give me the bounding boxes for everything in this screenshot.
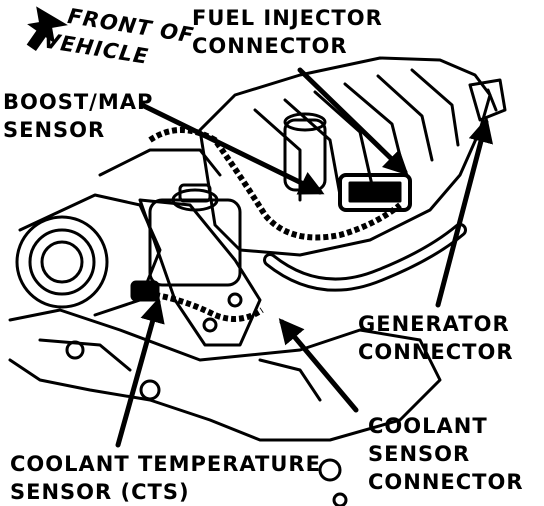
fuel-injector-connector-label: FUEL INJECTOR CONNECTOR bbox=[192, 4, 383, 60]
fuel-injector-connector-line2: CONNECTOR bbox=[192, 34, 348, 58]
wiring-harness bbox=[148, 127, 402, 322]
fuel-injector-connector-line1: FUEL INJECTOR bbox=[192, 6, 383, 30]
coolant-sensor-connector-label: COOLANT SENSOR CONNECTOR bbox=[368, 412, 524, 496]
arrow-down-left-icon bbox=[26, 6, 68, 52]
engine-line-art bbox=[8, 56, 507, 506]
leader-arrows bbox=[115, 67, 494, 448]
generator-connector-line2: CONNECTOR bbox=[358, 340, 514, 364]
coolant-temperature-sensor-line2: SENSOR (CTS) bbox=[10, 480, 190, 504]
boost-map-sensor-label: BOOST/MAP SENSOR bbox=[3, 88, 153, 144]
coolant-sensor-connector-line1: COOLANT bbox=[368, 414, 488, 438]
coolant-sensor-connector-line3: CONNECTOR bbox=[368, 470, 524, 494]
generator-connector-label: GENERATOR CONNECTOR bbox=[358, 310, 514, 366]
coolant-temperature-sensor-line1: COOLANT TEMPERATURE bbox=[10, 452, 321, 476]
coolant-temperature-sensor-label: COOLANT TEMPERATURE SENSOR (CTS) bbox=[10, 450, 321, 506]
coolant-sensor-connector-line2: SENSOR bbox=[368, 442, 471, 466]
boost-map-sensor-line1: BOOST/MAP bbox=[3, 90, 154, 114]
boost-map-sensor-line2: SENSOR bbox=[3, 118, 106, 142]
generator-connector-line1: GENERATOR bbox=[358, 312, 510, 336]
